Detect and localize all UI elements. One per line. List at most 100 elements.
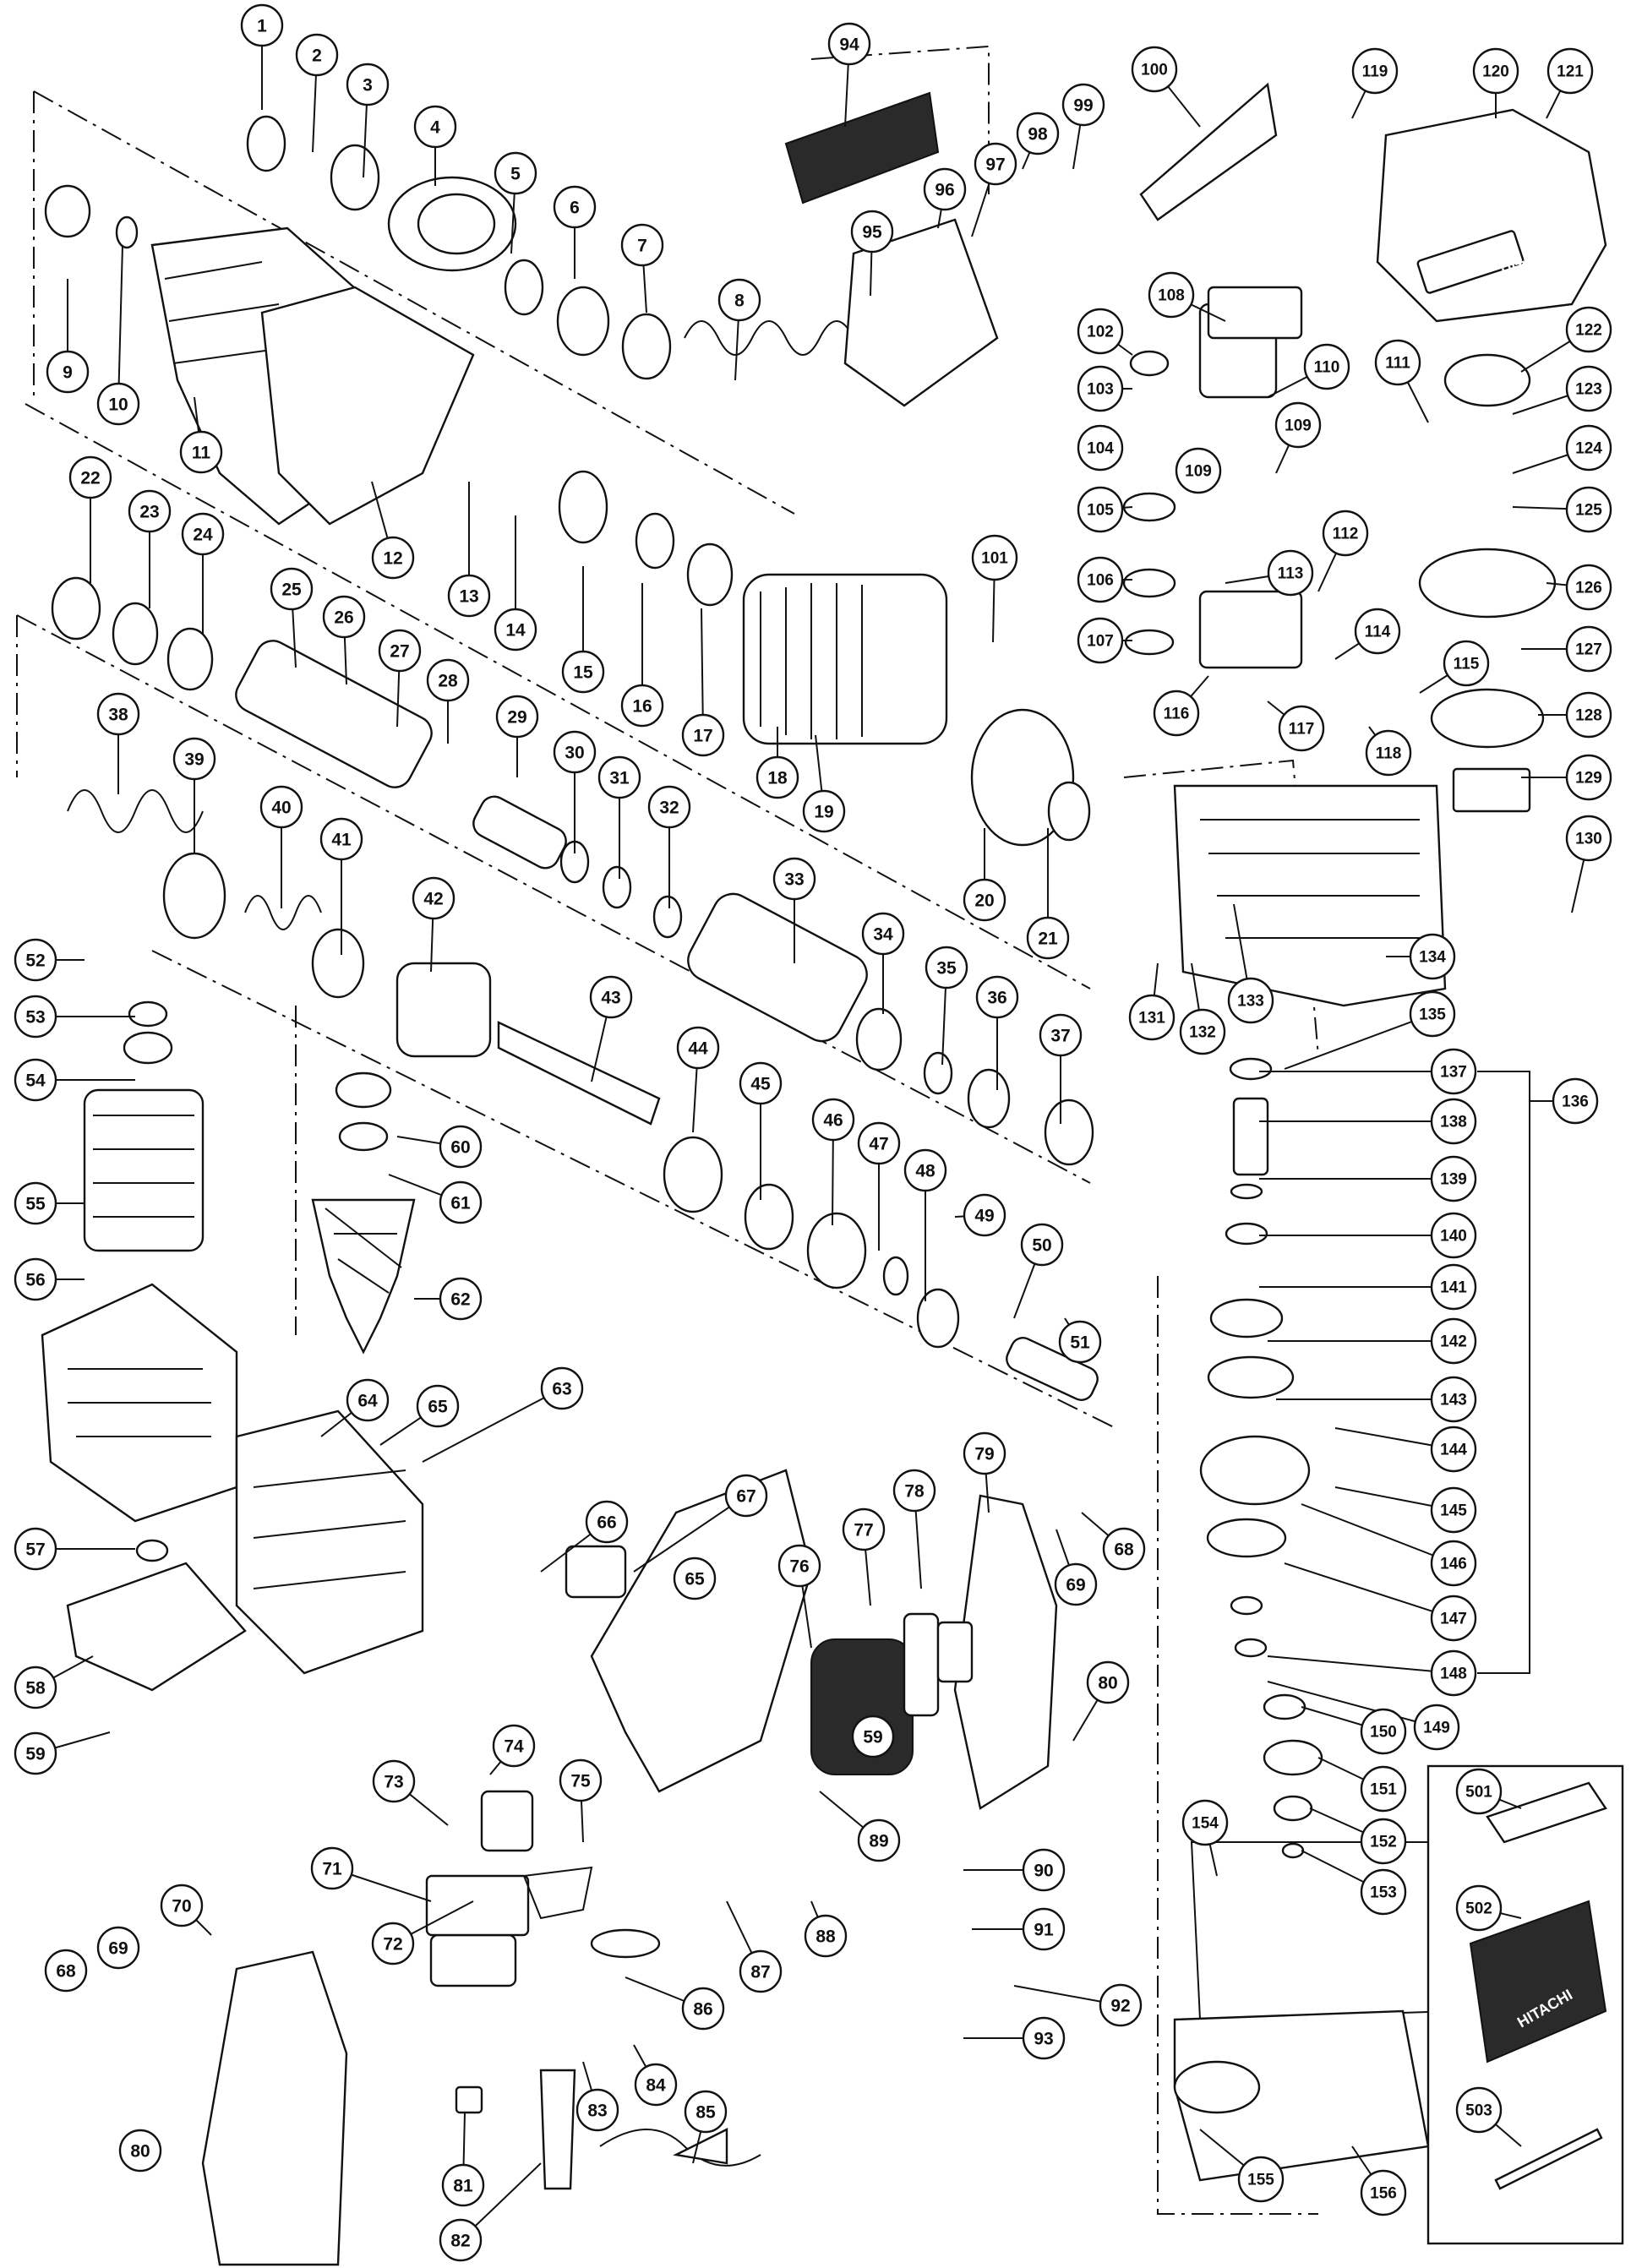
callout-circle-60	[439, 1125, 483, 1169]
callout-88: 88	[804, 1914, 848, 1958]
callout-circle-123	[1565, 365, 1612, 412]
callout-41: 41	[319, 817, 363, 861]
callout-label-24: 24	[193, 526, 213, 545]
callout-label-3: 3	[363, 76, 373, 95]
callout-label-7: 7	[637, 237, 647, 256]
callout-circle-52	[14, 938, 57, 982]
callout-circle-47	[857, 1121, 901, 1165]
callout-label-95: 95	[862, 223, 882, 243]
callout-label-138: 138	[1440, 1114, 1467, 1131]
callout-circle-46	[811, 1098, 855, 1142]
callout-79: 79	[963, 1431, 1006, 1475]
callout-circle-107	[1077, 617, 1124, 664]
callout-25: 25	[270, 567, 314, 611]
callout-label-27: 27	[390, 642, 409, 662]
callout-circle-87	[739, 1949, 783, 1993]
callout-label-8: 8	[734, 292, 745, 311]
callout-circle-5	[494, 151, 537, 195]
callout-label-72: 72	[383, 1935, 402, 1955]
callout-113: 113	[1267, 549, 1314, 597]
callout-50: 50	[1020, 1223, 1064, 1267]
callout-4: 4	[413, 105, 457, 149]
callout-label-503: 503	[1465, 2102, 1492, 2120]
callout-label-46: 46	[823, 1111, 843, 1131]
callout-circle-30	[553, 730, 597, 774]
callout-label-1: 1	[257, 17, 267, 36]
callout-circle-146	[1430, 1540, 1477, 1587]
callout-129: 129	[1565, 754, 1612, 801]
callout-label-124: 124	[1575, 440, 1602, 458]
callout-circle-133	[1227, 977, 1274, 1024]
callout-154: 154	[1181, 1799, 1229, 1846]
callout-501: 501	[1455, 1768, 1503, 1815]
callout-circle-95	[850, 210, 894, 254]
callout-label-107: 107	[1087, 633, 1114, 651]
callout-9: 9	[46, 350, 90, 394]
callout-32: 32	[647, 785, 691, 829]
callout-141: 141	[1430, 1263, 1477, 1311]
callout-circle-10	[96, 382, 140, 426]
callout-label-50: 50	[1032, 1236, 1051, 1256]
callout-circle-11	[179, 430, 223, 474]
callout-label-154: 154	[1192, 1815, 1219, 1833]
callout-circle-4	[413, 105, 457, 149]
callout-circle-63	[540, 1366, 584, 1410]
callout-label-51: 51	[1070, 1333, 1090, 1353]
callout-label-89: 89	[869, 1832, 888, 1851]
callout-circle-113	[1267, 549, 1314, 597]
callout-61: 61	[439, 1180, 483, 1224]
callout-circle-80b	[118, 2129, 162, 2173]
callout-label-96: 96	[935, 181, 954, 200]
callout-label-128: 128	[1575, 707, 1602, 725]
callout-circle-120	[1472, 47, 1519, 95]
callout-143: 143	[1430, 1376, 1477, 1423]
callout-137: 137	[1430, 1048, 1477, 1095]
callout-51: 51	[1058, 1320, 1102, 1364]
callout-59: 59	[14, 1731, 57, 1775]
callout-circle-110	[1303, 343, 1350, 390]
callout-78: 78	[892, 1469, 936, 1513]
callout-circle-71	[310, 1846, 354, 1890]
callout-119: 119	[1351, 47, 1399, 95]
callout-circle-16	[620, 684, 664, 728]
callout-circle-131	[1128, 994, 1176, 1041]
callout-circle-112	[1322, 510, 1369, 557]
callout-68b: 68	[44, 1949, 88, 1993]
callout-circle-28	[426, 658, 470, 702]
callout-label-39: 39	[184, 750, 204, 770]
callout-52: 52	[14, 938, 57, 982]
belt	[1139, 82, 1278, 221]
callout-circle-137	[1430, 1048, 1477, 1095]
callout-96: 96	[923, 167, 967, 211]
callout-circle-51	[1058, 1320, 1102, 1364]
callout-circle-109	[1274, 401, 1322, 449]
callout-86: 86	[681, 1987, 725, 2031]
callout-22: 22	[68, 455, 112, 499]
callout-circle-72	[371, 1922, 415, 1965]
callout-circle-153	[1360, 1868, 1407, 1916]
callout-112: 112	[1322, 510, 1369, 557]
callout-92: 92	[1099, 1983, 1143, 2027]
callout-94: 94	[827, 22, 871, 66]
callout-42: 42	[412, 876, 455, 920]
callout-label-79: 79	[974, 1445, 994, 1464]
callout-label-106: 106	[1087, 572, 1114, 590]
callout-label-142: 142	[1440, 1333, 1467, 1351]
callout-circle-64	[346, 1378, 390, 1422]
callout-135: 135	[1409, 990, 1456, 1038]
callout-circle-108	[1148, 271, 1195, 319]
callout-circle-85	[684, 2090, 728, 2134]
callout-148: 148	[1430, 1649, 1477, 1697]
callout-circle-59	[14, 1731, 57, 1775]
callout-circle-6	[553, 185, 597, 229]
callout-18: 18	[755, 755, 799, 799]
bracket-136	[1477, 1071, 1555, 1674]
callout-40: 40	[259, 785, 303, 829]
callout-circle-148	[1430, 1649, 1477, 1697]
callout-label-37: 37	[1050, 1027, 1070, 1046]
callout-label-148: 148	[1440, 1666, 1467, 1683]
callout-label-133: 133	[1237, 993, 1264, 1011]
callout-123: 123	[1565, 365, 1612, 412]
callout-circle-13	[447, 574, 491, 618]
callout-circle-17	[681, 713, 725, 757]
